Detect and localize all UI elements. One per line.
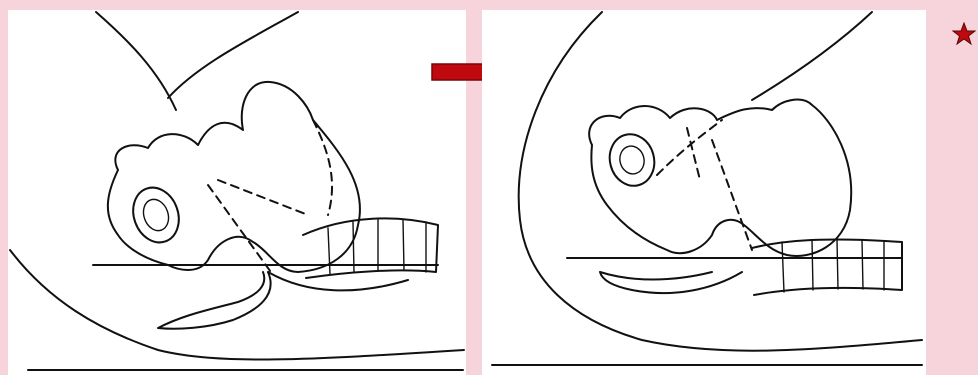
left-sacrum [158, 272, 271, 329]
left-outline-upper [96, 12, 176, 110]
right-foramen-inner [617, 143, 647, 176]
right-spine [752, 240, 902, 295]
left-foramen-inner [139, 196, 172, 234]
right-outline-arm [752, 12, 872, 100]
left-foramen [126, 181, 186, 249]
right-sacrum [600, 272, 742, 293]
right-dashed-line-1 [657, 120, 722, 175]
right-vertebrae-divisions [782, 240, 884, 292]
left-dashed-curve [313, 120, 332, 215]
left-drawing [8, 10, 466, 375]
right-panel-illustration [482, 10, 926, 375]
left-outline-arm [168, 12, 298, 98]
star-icon [952, 22, 976, 46]
right-foramen [604, 129, 660, 191]
left-outline-lower [10, 250, 464, 359]
left-pelvis [108, 82, 360, 272]
right-outline-body [519, 12, 922, 351]
right-drawing [482, 10, 926, 375]
right-dashed-line-2 [712, 140, 752, 250]
left-dashed-line-2 [218, 180, 308, 215]
right-dashed-line-3 [687, 128, 700, 180]
right-pelvis [589, 100, 851, 256]
left-spine [303, 218, 438, 278]
left-panel-illustration [8, 10, 466, 375]
